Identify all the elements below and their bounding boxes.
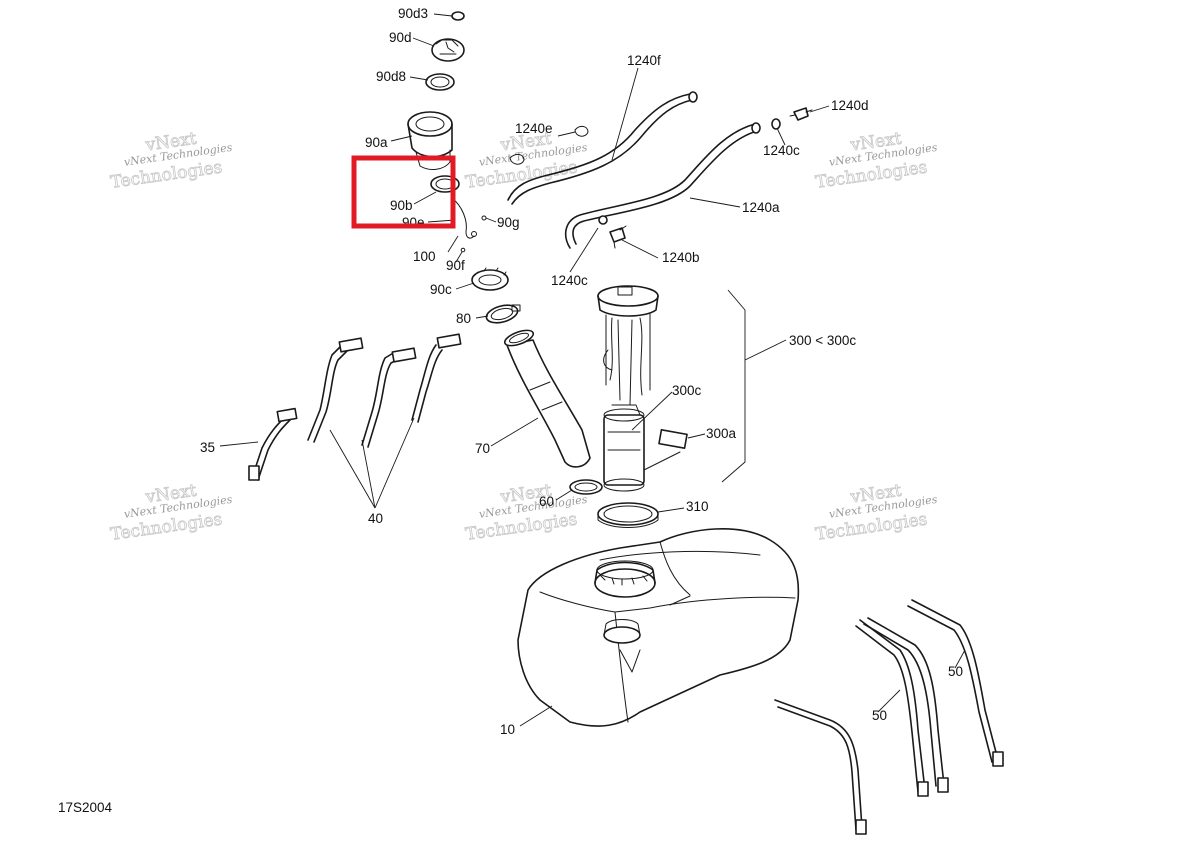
callout-10: 10 bbox=[500, 722, 515, 737]
callout-50-left: 50 bbox=[872, 708, 887, 723]
part-clamp-60 bbox=[569, 479, 603, 495]
part-clamp-80 bbox=[485, 304, 521, 324]
callout-40: 40 bbox=[368, 511, 383, 526]
callout-60: 60 bbox=[539, 494, 554, 509]
watermark-2: vNext Technologies vNext Technologies bbox=[464, 128, 589, 193]
bracket-300-range bbox=[721, 289, 746, 483]
part-pump-seal bbox=[597, 502, 659, 528]
callout-1240e: 1240e bbox=[515, 121, 553, 136]
callout-90c: 90c bbox=[430, 282, 452, 297]
part-cap-gasket bbox=[425, 73, 455, 91]
part-vent-fitting-b bbox=[609, 225, 627, 249]
part-filler-hose bbox=[503, 329, 591, 468]
part-cap-vent bbox=[451, 11, 465, 21]
highlight-box bbox=[351, 155, 456, 229]
callout-90a: 90a bbox=[365, 135, 388, 150]
leader-lines bbox=[219, 13, 966, 727]
callout-90d8: 90d8 bbox=[376, 69, 406, 84]
callout-1240c-bottom: 1240c bbox=[551, 273, 588, 288]
part-vent-hose-a bbox=[564, 122, 761, 249]
callout-310: 310 bbox=[686, 499, 709, 514]
watermark-6: vNext Technologies vNext Technologies bbox=[814, 480, 939, 545]
callout-labels: 90d3 90d 90d8 90a 90b 90e 90g 100 90f 90… bbox=[58, 6, 963, 815]
callout-1240f: 1240f bbox=[627, 53, 661, 68]
callout-50-right: 50 bbox=[948, 664, 963, 679]
part-fuel-pump bbox=[597, 285, 688, 492]
figure-code: 17S2004 bbox=[58, 800, 113, 815]
watermark-3: vNext Technologies vNext Technologies bbox=[814, 128, 939, 193]
part-vent-hose-f bbox=[507, 91, 698, 205]
part-filler-neck bbox=[407, 111, 453, 170]
callout-90d: 90d bbox=[389, 30, 412, 45]
callout-90g: 90g bbox=[497, 215, 520, 230]
callout-100: 100 bbox=[413, 249, 436, 264]
callout-35: 35 bbox=[200, 440, 215, 455]
callout-90f: 90f bbox=[446, 258, 465, 273]
callout-90b: 90b bbox=[390, 198, 413, 213]
callout-300-range: 300 < 300c bbox=[789, 333, 856, 348]
callout-90d3: 90d3 bbox=[398, 6, 428, 21]
callout-1240c-top: 1240c bbox=[763, 143, 800, 158]
part-fuel-tank bbox=[517, 528, 800, 727]
part-ground-wire bbox=[451, 197, 487, 253]
watermark-4: vNext Technologies vNext Technologies bbox=[109, 480, 234, 545]
callout-70: 70 bbox=[475, 441, 490, 456]
part-strap-50-right bbox=[863, 599, 1004, 793]
callout-1240b: 1240b bbox=[662, 250, 700, 265]
part-strap-50-left bbox=[774, 619, 929, 835]
part-hose-clip-e bbox=[509, 125, 589, 165]
callout-300a: 300a bbox=[706, 426, 737, 441]
callout-1240d: 1240d bbox=[831, 98, 869, 113]
callout-300c: 300c bbox=[672, 383, 702, 398]
callout-1240a: 1240a bbox=[742, 200, 780, 215]
part-fuel-cap bbox=[431, 38, 465, 62]
part-strap-40 bbox=[307, 333, 462, 448]
part-vent-valve-d bbox=[789, 107, 813, 121]
part-ring-nut bbox=[471, 267, 509, 291]
watermark-1: vNext Technologies vNext Technologies bbox=[109, 128, 234, 193]
part-hose-fitting-c bbox=[598, 118, 781, 225]
part-strap-35 bbox=[248, 407, 298, 481]
callout-80: 80 bbox=[456, 311, 471, 326]
